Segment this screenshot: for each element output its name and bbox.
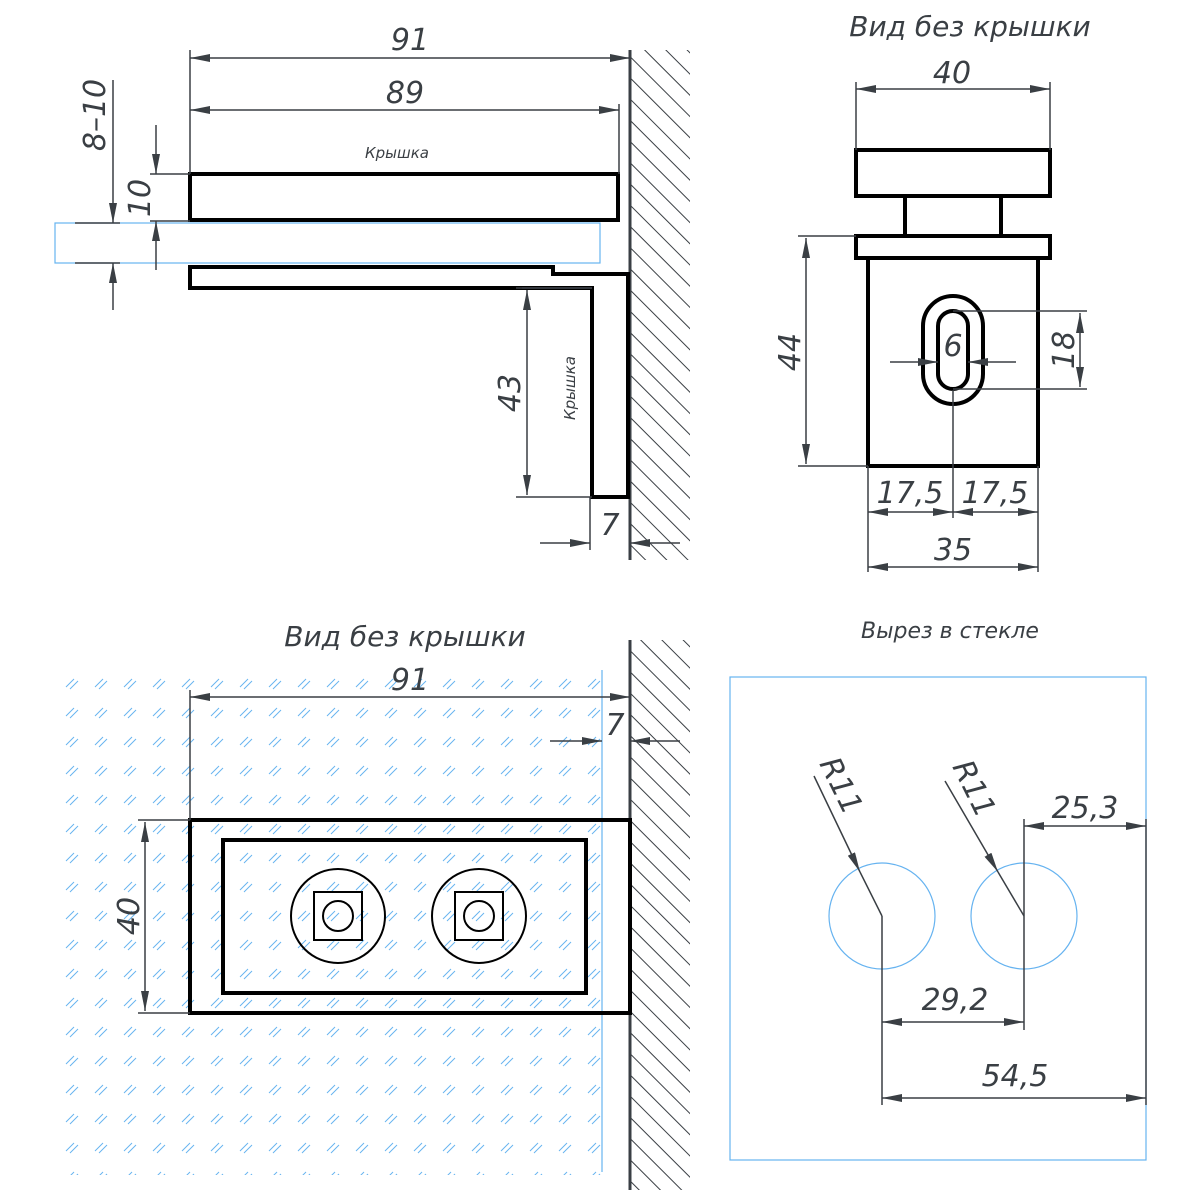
dim-10: 10	[123, 179, 158, 217]
wall-hatch	[630, 50, 690, 560]
dim-29-2: 29,2	[922, 983, 989, 1018]
dim-17-5-left: 17,5	[877, 476, 944, 511]
dim-89: 89	[386, 76, 424, 111]
bolt-washer-right	[431, 868, 527, 964]
dim-43: 43	[493, 374, 528, 412]
neck	[903, 194, 1003, 238]
top-view-title: Вид без крышки	[284, 620, 525, 653]
bracket-inner-plate	[221, 838, 588, 995]
dim-91-top: 91	[391, 663, 429, 698]
wall-hatch-bottom	[630, 640, 690, 1190]
bracket-lower	[188, 265, 630, 499]
bolt-washer-left	[290, 868, 386, 964]
dim-7: 7	[600, 508, 619, 543]
radius-left: R11	[812, 752, 869, 820]
radius-leader-left-end	[859, 871, 883, 917]
dim-91: 91	[391, 23, 429, 58]
dim-7-top: 7	[605, 708, 624, 743]
side-view: Крышка Крышка 91 89 8–10 10 43	[54, 23, 690, 560]
dim-6: 6	[943, 329, 962, 364]
dim-44: 44	[773, 333, 808, 371]
lid-top	[188, 172, 620, 222]
top-view: Вид без крышки 91 7 40	[55, 620, 690, 1190]
bolt-hole-right	[463, 900, 495, 932]
dim-40-top: 40	[112, 897, 147, 935]
dim-8-10: 8–10	[78, 79, 113, 151]
glass-panel	[54, 222, 601, 264]
dim-25-3: 25,3	[1052, 791, 1119, 826]
radius-right: R11	[945, 755, 1002, 823]
radius-leader-right	[944, 780, 999, 873]
radius-leader-left	[813, 775, 861, 873]
cap-block	[854, 148, 1052, 198]
lid-vertical-label: Крышка	[561, 356, 579, 420]
dim-18: 18	[1047, 331, 1082, 369]
bolt-square-left	[313, 891, 363, 941]
dim-35: 35	[934, 533, 972, 568]
bolt-hole-left	[322, 900, 354, 932]
front-view-title: Вид без крышки	[849, 10, 1090, 43]
dim-17-5-right: 17,5	[962, 476, 1029, 511]
dim-54-5: 54,5	[982, 1059, 1049, 1094]
flange	[854, 234, 1052, 260]
bracket-base	[188, 818, 632, 1015]
radius-leader-right-end	[997, 871, 1025, 917]
glass-cutout-view: Вырез в стекле R11 R11 25,3 29,2 54,5	[729, 619, 1147, 1161]
glass-cutout-title: Вырез в стекле	[861, 619, 1039, 644]
front-view: Вид без крышки 40 44 6 18 17,5 17,	[773, 10, 1091, 572]
lid-top-label: Крышка	[365, 144, 429, 162]
glass-sheet	[729, 676, 1147, 1161]
dim-40: 40	[933, 56, 971, 91]
bolt-square-right	[454, 891, 504, 941]
